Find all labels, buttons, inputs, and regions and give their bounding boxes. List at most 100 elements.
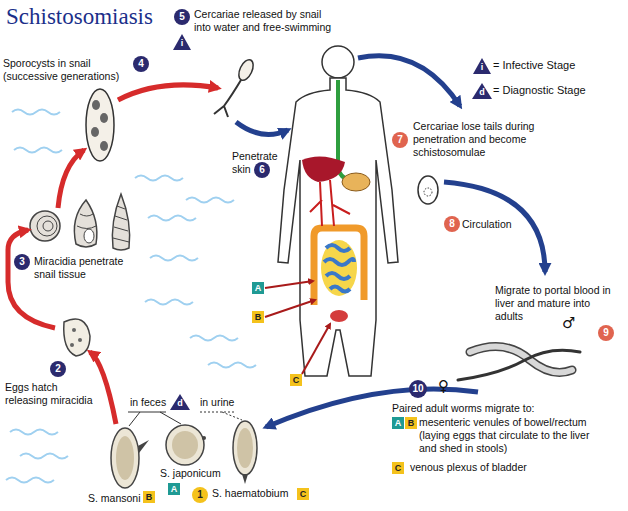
key-box (405, 417, 417, 429)
cycle-arrow (444, 182, 545, 272)
schistosomulum (418, 176, 438, 204)
cycle-arrow (58, 150, 84, 208)
species-key: C (392, 462, 404, 474)
miracidium (64, 319, 90, 356)
cycle-arrow (236, 122, 288, 135)
stage-triangle (173, 34, 191, 50)
snails (30, 194, 130, 250)
stage-caption: Miracidia penetrate snail tissue (34, 255, 138, 281)
snail-whorl (43, 221, 53, 231)
step-number: 7 (397, 135, 403, 145)
site-arrow (265, 281, 313, 288)
stage-caption: Cercariae released by snail into water a… (194, 8, 338, 34)
germ-ball (92, 100, 100, 110)
step-number: 7 (392, 132, 408, 148)
water-wave (145, 300, 193, 305)
species-key: A (168, 483, 180, 495)
egg-knob (202, 436, 206, 440)
water-wave (148, 216, 196, 221)
stage-marker: d (170, 394, 190, 410)
step-number: 4 (133, 56, 149, 72)
adult-worms (458, 347, 580, 380)
legend-text: = Diagnostic Stage (493, 84, 586, 96)
specimen-label: in urine (200, 396, 234, 408)
step-number: 6 (259, 165, 265, 175)
number-circle (598, 325, 614, 341)
species-key: A (255, 284, 262, 293)
key-box (168, 483, 180, 495)
species-name: S. mansoni (88, 492, 141, 504)
step-number: 6 (254, 162, 270, 178)
stage-triangle (473, 58, 491, 74)
species-key: C (290, 374, 302, 386)
stage-caption: Miracidia penetrate snail tissue (34, 255, 123, 280)
legend-text: = Infective Stage (493, 59, 575, 71)
number-circle (133, 56, 149, 72)
step-number: 2 (55, 364, 61, 374)
sporocyst (86, 89, 114, 161)
species-key: C (395, 464, 402, 473)
number-circle (392, 132, 408, 148)
step-number: 9 (598, 325, 614, 341)
snail-whorl (113, 206, 129, 242)
step-number: 5 (174, 9, 190, 25)
water-wave (6, 478, 54, 483)
snail-whorl (77, 214, 96, 229)
species-key: B (146, 493, 153, 502)
human-head (322, 46, 354, 78)
key-box (290, 374, 302, 386)
site-arrow (265, 300, 315, 317)
legend-marker: i (481, 63, 484, 72)
species-key: B (255, 313, 262, 322)
site-arrow (302, 324, 330, 374)
cycle-arrow (358, 56, 460, 106)
feces-bracket (128, 412, 181, 426)
stage-triangle (170, 394, 190, 410)
stage-caption: Cercariae lose tails during penetration … (413, 120, 534, 158)
species-key: B (252, 311, 264, 323)
lateral-spine (138, 440, 149, 453)
mansoni-egg (111, 428, 139, 488)
site-description: mesenteric venules of bowel/rectum (layi… (419, 416, 609, 455)
female-worm (458, 350, 580, 380)
stage-caption: Migrate to portal blood in liver and mat… (495, 284, 617, 323)
number-circle (409, 380, 427, 398)
human-figure (278, 46, 398, 376)
species-key: A (252, 282, 264, 294)
key-box (297, 488, 309, 500)
stage-caption: Paired adult worms migrate to: (392, 402, 534, 414)
water-wave (186, 198, 234, 203)
sex-symbol: ♂ (562, 314, 575, 332)
specimen-label: in urine (200, 396, 234, 409)
human-body (278, 78, 398, 376)
species-key: C (293, 376, 300, 385)
egg-miracidium (116, 436, 134, 480)
snail-shell (112, 194, 129, 250)
snail-shell (74, 200, 97, 247)
species-key: A (392, 417, 404, 429)
species-name: S. haematobium (212, 487, 288, 500)
species-name: S. haematobium (212, 487, 288, 499)
sex-symbol: ♀ (438, 377, 449, 395)
number-circle (192, 487, 208, 503)
species-name: S. japonicum (160, 467, 221, 479)
eggs (111, 412, 257, 488)
colon (314, 228, 364, 305)
species-key: B (408, 419, 415, 428)
water-wave (208, 363, 256, 368)
key-box (252, 282, 264, 294)
sex-symbol: ♂ (562, 314, 575, 332)
stage-marker: i (181, 39, 184, 48)
liver (302, 156, 345, 182)
legend-entry: = Diagnostic Stage (493, 84, 586, 97)
step-number: 1 (192, 487, 208, 503)
water-wave (10, 430, 58, 435)
step-number: 10 (409, 380, 427, 398)
step-number: 9 (603, 328, 609, 338)
stage-marker: d (177, 399, 183, 408)
stage-caption: Circulation (462, 218, 512, 231)
species-key: B (143, 491, 155, 503)
step-number: 8 (444, 216, 460, 232)
number-circle (14, 254, 30, 270)
legend-entry: = Infective Stage (493, 59, 575, 72)
